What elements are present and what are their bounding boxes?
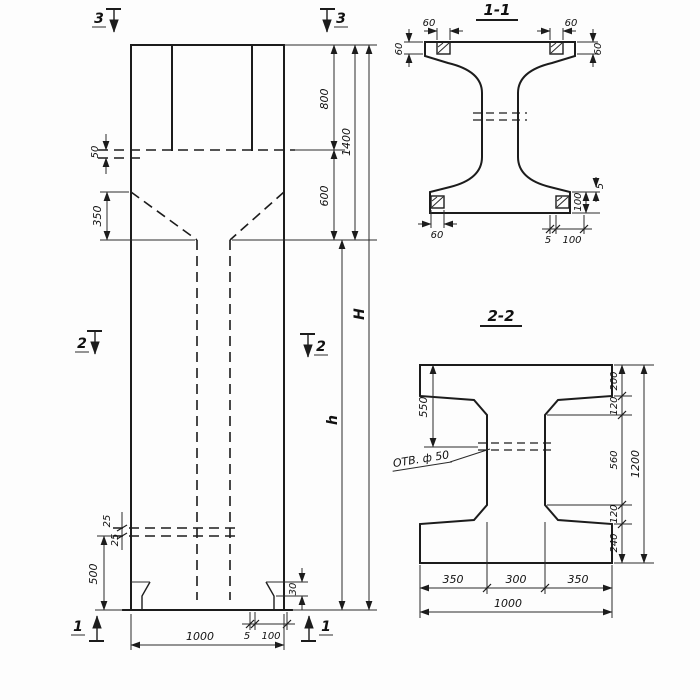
column-dims-left: 50 350 25 25 500: [87, 134, 195, 611]
section-2-2-view: 2-2 ОТВ. ф 50 550 200 120: [392, 307, 654, 618]
section-1-1-title: 1-1: [483, 1, 510, 19]
dim-1000-label: 1000: [186, 630, 214, 643]
dim-1400-label: 1400: [340, 128, 353, 156]
dim-240-label: 240: [609, 533, 620, 552]
dim-50-label: 50: [90, 146, 101, 159]
marker-2-right-label: 2: [316, 339, 326, 355]
dim-60-bottom-left: 60: [431, 230, 444, 241]
dim-550-label: 550: [417, 397, 430, 418]
section-1-1-outline: [424, 41, 576, 214]
column-elevation-outline: [122, 44, 293, 611]
dim-600-label: 600: [318, 186, 331, 207]
column-dims-bottom: 30 5 100 1000: [130, 568, 308, 650]
dim-60-top-left: 60: [423, 18, 436, 29]
section-marker-1-left: 1: [71, 615, 104, 642]
section-2-2-dims: 550 200 120 560 120 240 1200: [417, 364, 654, 618]
dim-1000-bottom-label: 1000: [494, 597, 522, 610]
embedded-plate-top-left: [436, 41, 451, 55]
dim-350-label: 350: [91, 206, 104, 227]
dim-120-bottom-label: 120: [609, 504, 620, 523]
section-2-2-title: 2-2: [487, 307, 514, 325]
dim-60-left: 60: [394, 43, 405, 56]
section-marker-1-right: 1: [301, 615, 333, 642]
section-marker-3-right: 3: [320, 8, 348, 33]
dim-350-left-label: 350: [443, 573, 464, 586]
dim-800-label: 800: [318, 89, 331, 110]
section-marker-3-left: 3: [92, 8, 121, 33]
marker-3-left-label: 3: [94, 11, 104, 27]
hole-callout: ОТВ. ф 50: [392, 448, 452, 472]
dim-25b-label: 25: [110, 534, 121, 547]
marker-1-left-label: 1: [73, 619, 83, 635]
column-dims-right: 800 600 1400 h H: [232, 44, 377, 611]
dim-1200-label: 1200: [629, 450, 642, 478]
embedded-plate-top-right: [549, 41, 564, 55]
marker-3-right-label: 3: [336, 11, 346, 27]
dim-560-label: 560: [609, 450, 620, 469]
section-marker-2-left: 2: [75, 330, 102, 355]
column-hidden-lines: [98, 149, 295, 600]
dim-200-label: 200: [609, 371, 620, 390]
embedded-plate-bottom-right: [555, 195, 570, 209]
dim-h-label: h: [325, 415, 341, 425]
dim-60-right: 60: [593, 43, 604, 56]
dim-60-top-right: 60: [565, 18, 578, 29]
dim-120-top-label: 120: [609, 396, 620, 415]
dim-H-label: H: [352, 308, 368, 320]
dim-5-right: 5: [595, 183, 606, 189]
section-1-1-dims: 60 60 60 60 60 100: [394, 18, 606, 246]
dim-5-label: 5: [244, 631, 250, 642]
dim-100-bottom: 100: [562, 235, 581, 246]
marker-2-left-label: 2: [77, 336, 87, 352]
dim-500-label: 500: [87, 564, 100, 585]
section-2-2-outline: [419, 364, 613, 564]
dim-300-label: 300: [506, 573, 527, 586]
section-marker-2-right: 2: [300, 333, 328, 358]
embedded-plate-bottom-left: [430, 195, 445, 209]
dim-100-right: 100: [573, 192, 584, 211]
dim-5-bottom: 5: [545, 235, 551, 246]
dim-100-label: 100: [261, 631, 280, 642]
marker-1-right-label: 1: [321, 619, 331, 635]
dim-350-right-label: 350: [568, 573, 589, 586]
dim-25a-label: 25: [102, 515, 113, 528]
dim-30-label: 30: [288, 583, 299, 596]
section-1-1-view: 1-1: [394, 1, 606, 246]
